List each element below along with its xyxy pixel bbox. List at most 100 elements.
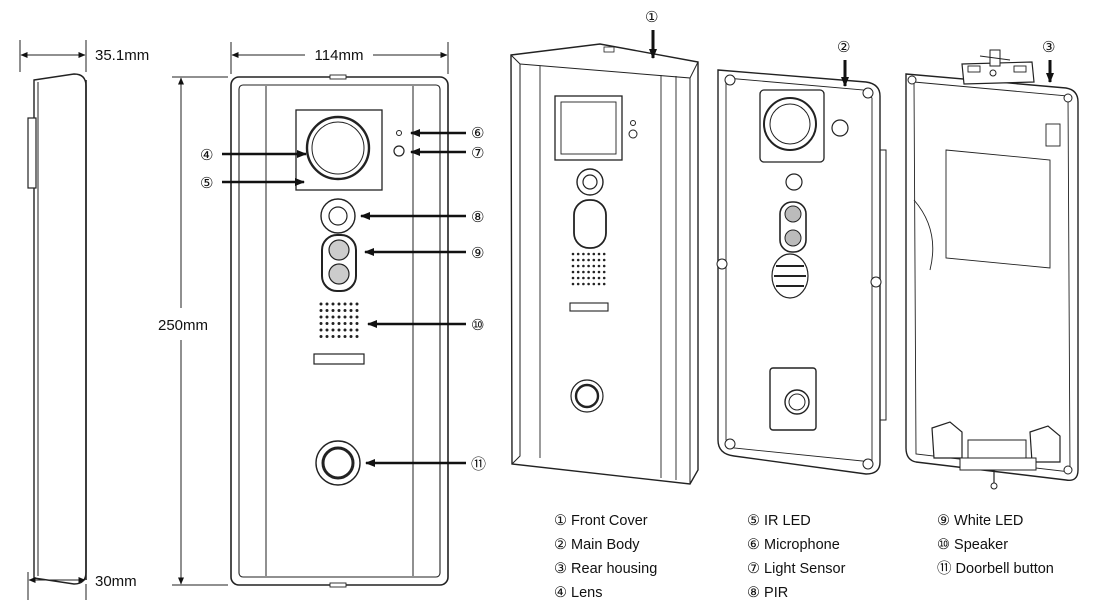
speaker-hole bbox=[597, 282, 601, 286]
speaker-hole bbox=[576, 252, 580, 256]
speaker-hole bbox=[576, 264, 580, 268]
speaker-hole bbox=[582, 282, 585, 286]
speaker-hole bbox=[343, 335, 347, 338]
speaker-hole bbox=[355, 315, 359, 319]
width-label: 114mm bbox=[315, 47, 364, 64]
legend-num: ⑧ bbox=[747, 585, 760, 601]
speaker-hole bbox=[602, 258, 606, 262]
speaker-hole bbox=[571, 270, 575, 274]
speaker-hole bbox=[343, 328, 347, 332]
speaker-hole bbox=[337, 315, 341, 319]
speaker-hole bbox=[592, 270, 596, 274]
speaker-hole bbox=[319, 335, 323, 338]
callout-6: ⑥ bbox=[471, 124, 484, 142]
legend-label: Microphone bbox=[764, 537, 840, 553]
light-sensor bbox=[393, 145, 405, 157]
microphone-hole bbox=[396, 130, 402, 136]
front-callouts: ④ ⑤ ⑥ ⑦ ⑧ ⑨ ⑩ ⑪ bbox=[200, 124, 486, 473]
speaker-hole bbox=[602, 264, 606, 268]
callout-10: ⑩ bbox=[471, 316, 484, 334]
depth-bottom-dimension: 30mm bbox=[27, 572, 137, 600]
legend-num: ① bbox=[554, 513, 567, 529]
speaker-hole bbox=[355, 328, 359, 332]
speaker-hole bbox=[571, 276, 575, 280]
speaker-hole bbox=[331, 309, 335, 312]
speaker-hole bbox=[349, 322, 353, 325]
speaker-hole bbox=[571, 258, 575, 262]
legend-label: PIR bbox=[764, 585, 788, 601]
speaker-hole bbox=[576, 282, 580, 286]
speaker-hole bbox=[325, 309, 329, 312]
legend-num: ② bbox=[554, 537, 567, 553]
legend-label: Speaker bbox=[954, 537, 1008, 553]
speaker-hole bbox=[582, 258, 585, 262]
svg-text:⑪ Doorbell button: ⑪ Doorbell button bbox=[937, 560, 1054, 577]
speaker-hole bbox=[576, 270, 580, 274]
speaker-hole bbox=[582, 276, 585, 280]
speaker-hole bbox=[602, 282, 606, 286]
width-dimension: 114mm bbox=[230, 42, 449, 74]
speaker-grille bbox=[319, 302, 359, 338]
speaker-hole bbox=[325, 335, 329, 338]
speaker-hole bbox=[597, 276, 601, 280]
speaker-hole bbox=[319, 322, 323, 325]
rear-housing-view: ③ bbox=[905, 38, 1079, 490]
front-cover-view: ① bbox=[510, 8, 699, 485]
legend-num: ③ bbox=[554, 561, 567, 577]
speaker-hole bbox=[587, 282, 590, 286]
speaker-hole bbox=[331, 335, 335, 338]
main-body-view: ② bbox=[716, 38, 887, 475]
legend-label: Lens bbox=[571, 585, 602, 601]
legend-num: ⑦ bbox=[747, 561, 760, 577]
legend-label: White LED bbox=[954, 513, 1023, 529]
speaker-hole bbox=[343, 315, 347, 319]
speaker-hole bbox=[337, 335, 341, 338]
speaker-hole bbox=[592, 282, 596, 286]
speaker-hole bbox=[343, 322, 347, 325]
front-view bbox=[230, 74, 449, 588]
speaker-hole bbox=[587, 270, 590, 274]
height-label: 250mm bbox=[158, 317, 208, 334]
speaker-hole bbox=[337, 328, 341, 332]
speaker-hole bbox=[349, 309, 353, 312]
callout-9: ⑨ bbox=[471, 244, 484, 262]
speaker-hole bbox=[571, 282, 575, 286]
speaker-hole bbox=[337, 322, 341, 325]
callout-7: ⑦ bbox=[471, 144, 484, 162]
svg-text:⑩ Speaker: ⑩ Speaker bbox=[937, 537, 1008, 553]
speaker-hole bbox=[571, 252, 575, 256]
speaker-hole bbox=[337, 302, 341, 306]
legend-column-3: ⑨ White LED ⑩ Speaker ⑪ Doorbell button bbox=[937, 513, 1054, 577]
callout-3: ③ bbox=[1042, 38, 1055, 56]
legend-num: ⑨ bbox=[937, 513, 950, 529]
speaker-hole bbox=[355, 322, 359, 325]
speaker-hole bbox=[602, 270, 606, 274]
legend-column-2: ⑤ IR LED ⑥ Microphone ⑦ Light Sensor ⑧ P… bbox=[747, 513, 846, 601]
depth-bottom-label: 30mm bbox=[95, 573, 137, 590]
speaker-hole bbox=[355, 302, 359, 306]
speaker-hole bbox=[582, 264, 585, 268]
speaker-hole bbox=[597, 264, 601, 268]
speaker-hole bbox=[592, 264, 596, 268]
speaker-hole bbox=[331, 302, 335, 306]
legend-label: Light Sensor bbox=[764, 561, 846, 577]
speaker-hole bbox=[582, 252, 585, 256]
svg-text:⑦ Light Sensor: ⑦ Light Sensor bbox=[747, 561, 846, 577]
speaker-hole bbox=[325, 328, 329, 332]
legend-num: ⑥ bbox=[747, 537, 760, 553]
svg-text:⑤ IR LED: ⑤ IR LED bbox=[747, 513, 811, 529]
speaker-hole bbox=[331, 315, 335, 319]
legend-label: Front Cover bbox=[571, 513, 648, 529]
callout-4: ④ bbox=[200, 146, 213, 164]
legend: ① Front Cover ② Main Body ③ Rear housing… bbox=[554, 513, 1054, 601]
depth-top-label: 35.1mm bbox=[95, 47, 149, 64]
callout-1: ① bbox=[645, 8, 658, 26]
depth-top-dimension: 35.1mm bbox=[19, 40, 149, 72]
speaker-hole bbox=[343, 309, 347, 312]
speaker-hole bbox=[325, 302, 329, 306]
svg-text:② Main Body: ② Main Body bbox=[554, 537, 640, 553]
legend-num: ⑤ bbox=[747, 513, 760, 529]
speaker-hole bbox=[355, 309, 359, 312]
callout-2: ② bbox=[837, 38, 850, 56]
legend-label: Main Body bbox=[571, 537, 640, 553]
